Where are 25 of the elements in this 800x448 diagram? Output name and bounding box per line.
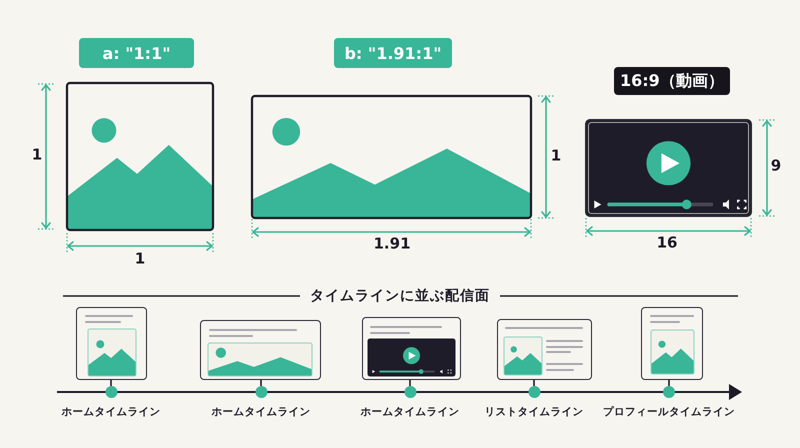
dimension-label: 1.91 (374, 236, 410, 252)
ratio-badge: 16:9（動画） (614, 67, 730, 95)
connector-line (110, 380, 112, 386)
post-card (362, 317, 461, 380)
connector-line (533, 380, 535, 386)
placement-label: リストタイムライン (484, 406, 584, 419)
post-card (641, 307, 703, 380)
placement-label: ホームタイムライン (212, 406, 310, 419)
connector-line (668, 380, 670, 386)
placement-label: ホームタイムライン (62, 406, 160, 419)
post-card (200, 320, 321, 380)
connector-line (260, 380, 262, 386)
connector-line (409, 380, 411, 386)
ratio-badge: a: "1:1" (79, 38, 194, 68)
post-card (76, 307, 147, 380)
dimension-label: 1 (134, 252, 146, 266)
section-heading: タイムラインに並ぶ配信面 (310, 289, 490, 303)
dimension-label: 9 (770, 158, 782, 174)
post-card (497, 319, 592, 380)
dimension-label: 16 (656, 236, 678, 250)
ratio-badge: b: "1.91:1" (334, 38, 452, 68)
dimension-label: 1 (550, 148, 562, 164)
placement-label: ホームタイムライン (360, 406, 460, 419)
dimension-label: 1 (32, 148, 42, 162)
placement-label: プロフィールタイムライン (603, 406, 735, 419)
